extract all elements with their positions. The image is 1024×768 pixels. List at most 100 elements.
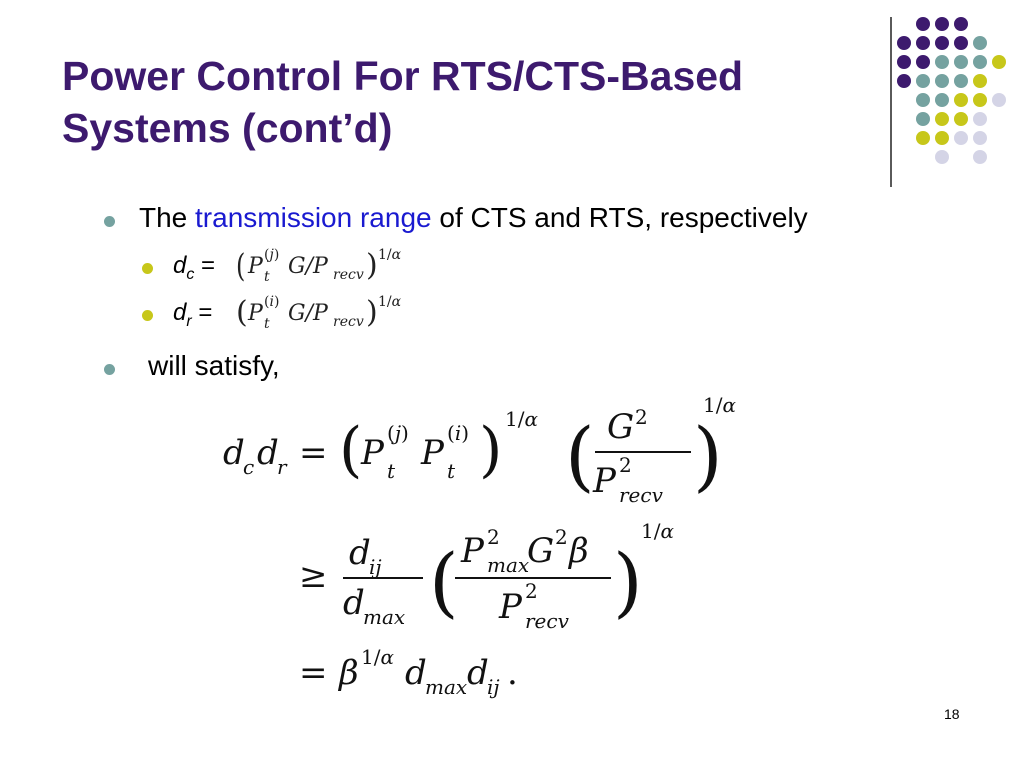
dot — [916, 131, 930, 145]
bullet-will-satisfy: will satisfy, — [148, 350, 280, 381]
bullet-text: The — [139, 202, 196, 233]
dot — [916, 36, 930, 50]
display-equations: d c d r = ( P t (j) P t (i) ) 1/α ( G 2 … — [223, 393, 736, 699]
svg-text:d: d — [343, 583, 365, 623]
svg-text:=: = — [299, 653, 328, 693]
svg-text:2: 2 — [635, 405, 648, 429]
svg-text:P: P — [360, 433, 385, 473]
svg-text:ij: ij — [369, 555, 382, 579]
title-line-1: Power Control For RTS/CTS-Based — [62, 53, 744, 99]
dot — [973, 131, 987, 145]
dot — [954, 55, 968, 69]
dot — [992, 55, 1006, 69]
dot — [954, 112, 968, 126]
svg-text:(: ( — [339, 415, 362, 485]
svg-text:1/α: 1/α — [361, 645, 394, 669]
svg-text:r: r — [277, 455, 288, 479]
svg-text:P: P — [247, 254, 264, 279]
dot — [954, 93, 968, 107]
svg-text:recv: recv — [333, 314, 364, 330]
svg-text:β: β — [567, 531, 589, 571]
svg-text:1/α: 1/α — [378, 294, 402, 310]
svg-text:G: G — [607, 407, 634, 447]
dot — [935, 17, 949, 31]
divider-line — [890, 17, 892, 187]
svg-text:(j): (j) — [264, 247, 279, 263]
svg-text:): ) — [693, 411, 723, 500]
svg-text:P: P — [460, 531, 485, 571]
dot — [916, 55, 930, 69]
svg-text:ij: ij — [487, 675, 500, 699]
svg-text:(i): (i) — [447, 421, 469, 445]
svg-text:G/P: G/P — [288, 301, 329, 326]
bullet-marker — [104, 216, 115, 227]
svg-text:1/α: 1/α — [378, 247, 402, 263]
svg-text:recv: recv — [525, 609, 570, 633]
dot — [954, 74, 968, 88]
transmission-range-link: transmission range — [195, 202, 432, 233]
svg-text:2: 2 — [525, 579, 538, 603]
svg-text:t: t — [264, 316, 270, 332]
svg-text:max: max — [363, 605, 405, 629]
bullet-marker — [104, 364, 115, 375]
dot — [935, 74, 949, 88]
svg-text:P: P — [592, 461, 617, 501]
svg-text:t: t — [387, 459, 396, 483]
page-number: 18 — [944, 706, 960, 722]
dot — [954, 17, 968, 31]
sub-bullet-marker — [142, 310, 153, 321]
svg-text:1/α: 1/α — [703, 393, 736, 417]
bullet-transmission-range: The transmission range of CTS and RTS, r… — [139, 202, 808, 234]
equals: = — [194, 252, 216, 279]
dot — [935, 93, 949, 107]
svg-text:): ) — [613, 537, 643, 626]
svg-text:P: P — [420, 433, 445, 473]
svg-text:G/P: G/P — [288, 254, 329, 279]
svg-text:1/α: 1/α — [641, 519, 674, 543]
sub-bullet-marker — [142, 263, 153, 274]
svg-text:): ) — [366, 248, 378, 283]
svg-text:t: t — [264, 269, 270, 285]
dot — [935, 131, 949, 145]
svg-text:d: d — [349, 533, 371, 573]
svg-text:(: ( — [429, 537, 459, 626]
dot — [973, 150, 987, 164]
dot — [935, 150, 949, 164]
dot — [916, 17, 930, 31]
dot — [954, 131, 968, 145]
svg-text:.: . — [507, 653, 518, 693]
dot — [973, 36, 987, 50]
svg-text:recv: recv — [333, 267, 364, 283]
svg-text:P: P — [498, 587, 523, 627]
dot — [897, 36, 911, 50]
dot — [954, 36, 968, 50]
svg-text:2: 2 — [487, 525, 500, 549]
svg-text:recv: recv — [619, 483, 664, 507]
dot — [897, 55, 911, 69]
svg-text:d: d — [405, 653, 427, 693]
svg-text:): ) — [479, 415, 502, 485]
sub-bullet-dr: dr = — [173, 299, 212, 331]
slide-title: Power Control For RTS/CTS-Based Systems … — [62, 50, 862, 154]
svg-text:d: d — [257, 433, 279, 473]
dot — [935, 55, 949, 69]
dot — [897, 74, 911, 88]
svg-text:max: max — [487, 553, 529, 577]
svg-text:P: P — [247, 301, 264, 326]
var-subscript: c — [186, 265, 195, 283]
svg-text:c: c — [243, 455, 254, 479]
dot — [973, 93, 987, 107]
dot — [973, 74, 987, 88]
svg-text:(: ( — [236, 295, 248, 330]
bullet-text: of CTS and RTS, respectively — [431, 202, 808, 233]
svg-text:≥: ≥ — [299, 556, 328, 596]
title-line-2: Systems (cont’d) — [62, 105, 393, 151]
dot — [935, 112, 949, 126]
svg-text:t: t — [447, 459, 456, 483]
formula-dc: ( P t (j) G/P recv ) 1/α — [236, 247, 402, 285]
svg-text:(: ( — [236, 247, 245, 284]
dot — [992, 93, 1006, 107]
svg-text:d: d — [223, 433, 245, 473]
svg-text:=: = — [299, 433, 328, 473]
svg-text:max: max — [425, 675, 467, 699]
